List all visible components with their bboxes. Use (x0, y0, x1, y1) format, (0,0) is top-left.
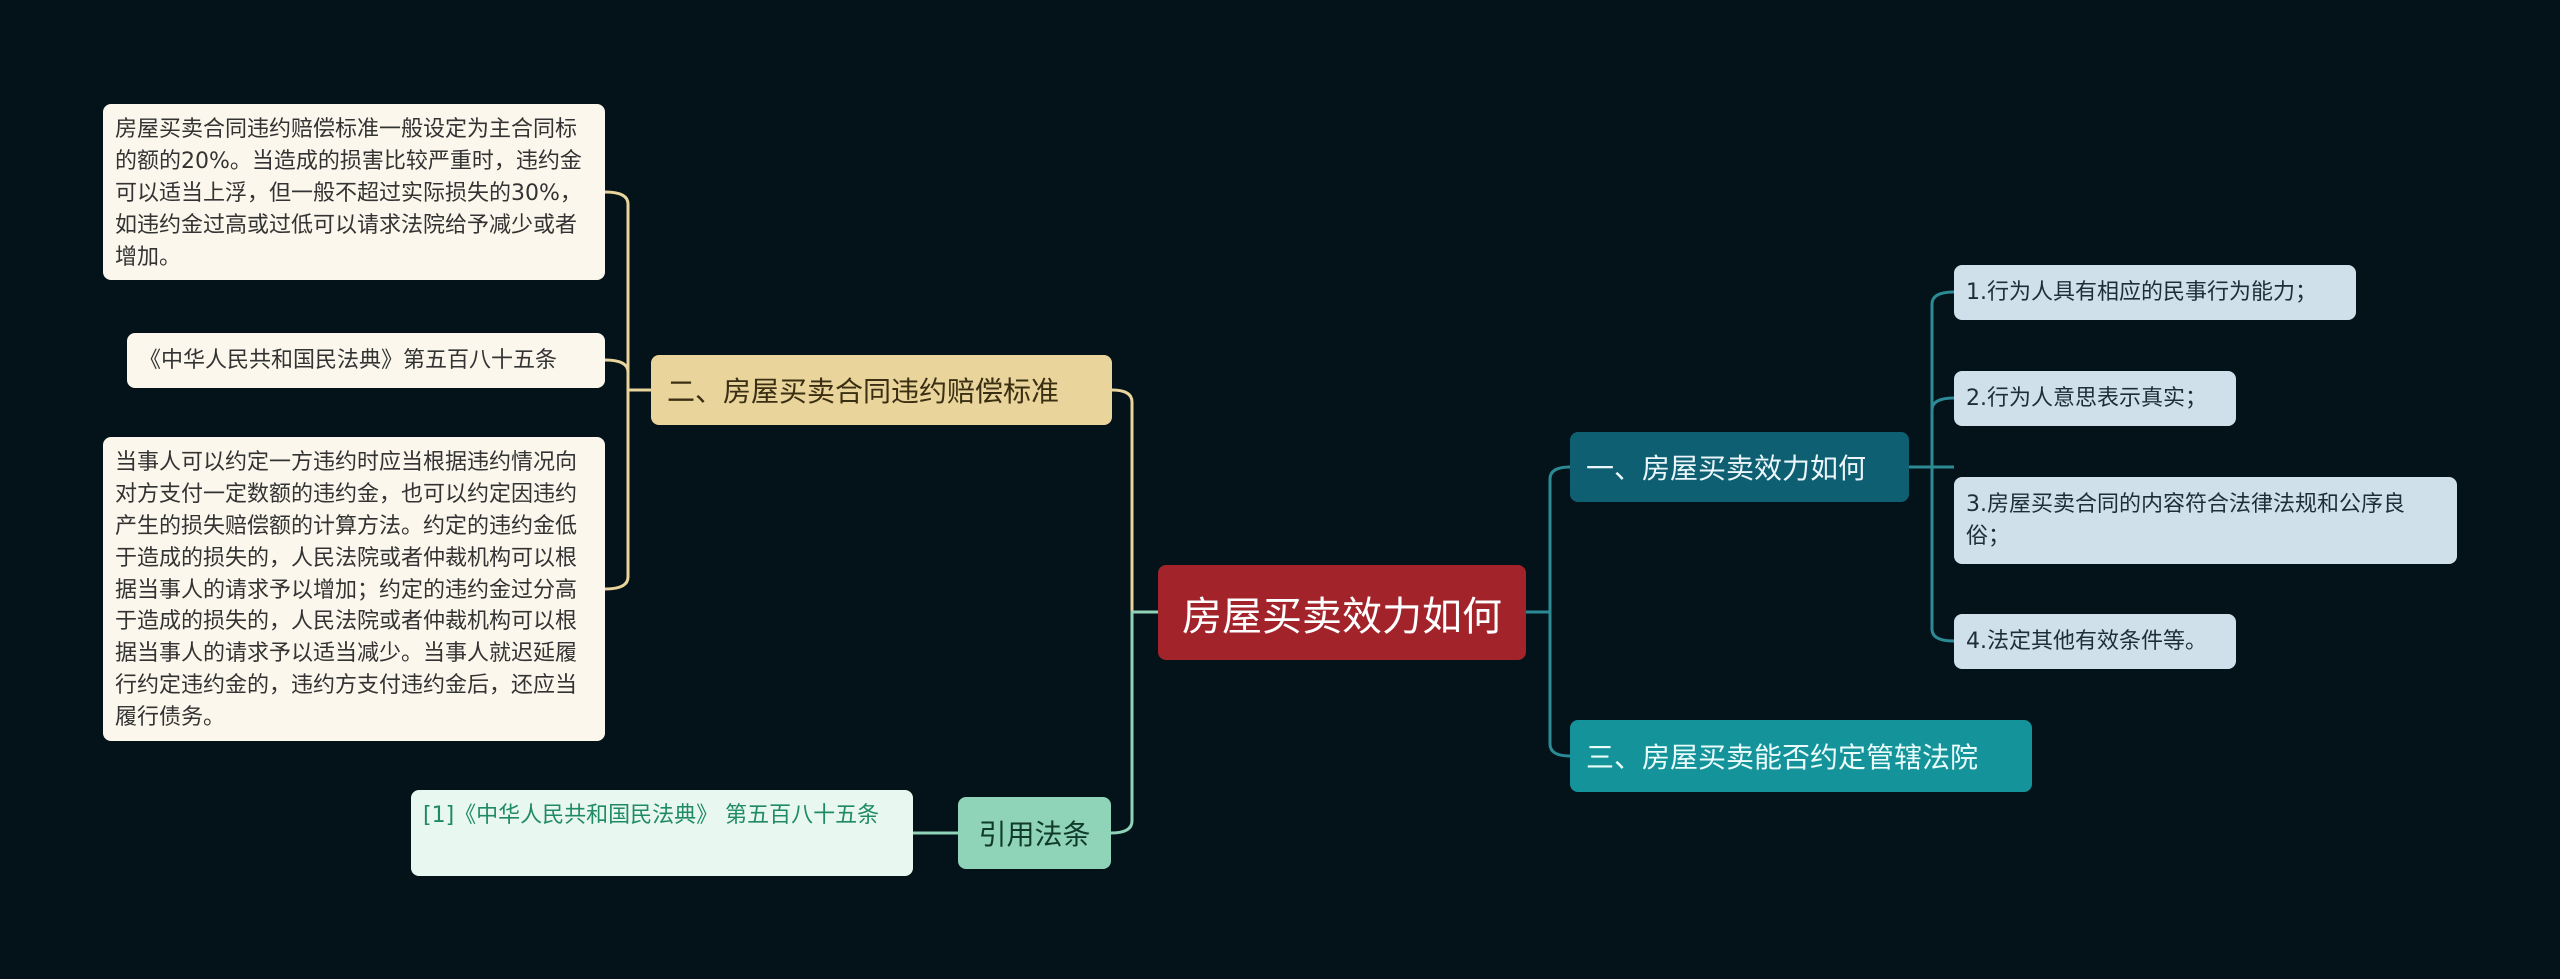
link-validity-to-item-1 (1909, 290, 1955, 469)
leaf-text: 1.行为人具有相应的民事行为能力； (1966, 279, 2317, 305)
leaf-text: 4.法定其他有效条件等。 (1966, 628, 2207, 654)
link-validity-to-item-2 (1909, 396, 1955, 469)
root-topic-label: 房屋买卖效力如何 (1182, 593, 1502, 640)
leaf-civil-code-article[interactable]: 《中华人民共和国民法典》第五百八十五条 (127, 333, 605, 388)
link-compensation-to-item-1 (604, 190, 651, 392)
link-compensation-to-item-3 (604, 388, 651, 591)
leaf-validity-condition-3[interactable]: 3.房屋买卖合同的内容符合法律法规和公序良俗； (1954, 477, 2457, 564)
leaf-text: 3.房屋买卖合同的内容符合法律法规和公序良俗； (1966, 491, 2405, 549)
branch-validity[interactable]: 一、房屋买卖效力如何 (1570, 432, 1909, 502)
branch-label: 引用法条 (978, 818, 1091, 851)
branch-label: 三、房屋买卖能否约定管辖法院 (1586, 741, 1979, 774)
leaf-text: 当事人可以约定一方违约时应当根据违约情况向对方支付一定数额的违约金，也可以约定因… (115, 450, 578, 731)
link-center-to-citation (1110, 610, 1158, 835)
leaf-citation-reference[interactable]: [1]《中华人民共和国民法典》 第五百八十五条 (411, 790, 913, 876)
leaf-text: 房屋买卖合同违约赔偿标准一般设定为主合同标的额的20%。当造成的损害比较严重时，… (115, 117, 582, 270)
branch-compensation-standard[interactable]: 二、房屋买卖合同违约赔偿标准 (651, 355, 1112, 425)
branch-cited-law[interactable]: 引用法条 (958, 797, 1111, 869)
root-topic[interactable]: 房屋买卖效力如何 (1158, 565, 1526, 660)
branch-label: 二、房屋买卖合同违约赔偿标准 (667, 375, 1060, 408)
link-center-to-jurisdiction (1526, 610, 1571, 758)
link-center-to-validity (1526, 465, 1571, 614)
leaf-text: 2.行为人意思表示真实； (1966, 385, 2207, 411)
branch-label: 一、房屋买卖效力如何 (1586, 452, 1867, 485)
leaf-validity-condition-2[interactable]: 2.行为人意思表示真实； (1954, 371, 2236, 426)
leaf-compensation-rate[interactable]: 房屋买卖合同违约赔偿标准一般设定为主合同标的额的20%。当造成的损害比较严重时，… (103, 104, 605, 280)
branch-jurisdiction[interactable]: 三、房屋买卖能否约定管辖法院 (1570, 720, 2032, 792)
link-center-to-compensation (1111, 388, 1158, 614)
link-validity-to-item-4 (1909, 465, 1955, 643)
leaf-validity-condition-4[interactable]: 4.法定其他有效条件等。 (1954, 614, 2236, 669)
link-compensation-to-item-2 (604, 358, 651, 392)
leaf-text: [1]《中华人民共和国民法典》 第五百八十五条 (423, 803, 880, 828)
leaf-validity-condition-1[interactable]: 1.行为人具有相应的民事行为能力； (1954, 265, 2356, 320)
leaf-liquidated-damages-text[interactable]: 当事人可以约定一方违约时应当根据违约情况向对方支付一定数额的违约金，也可以约定因… (103, 437, 605, 741)
leaf-text: 《中华人民共和国民法典》第五百八十五条 (139, 347, 558, 373)
